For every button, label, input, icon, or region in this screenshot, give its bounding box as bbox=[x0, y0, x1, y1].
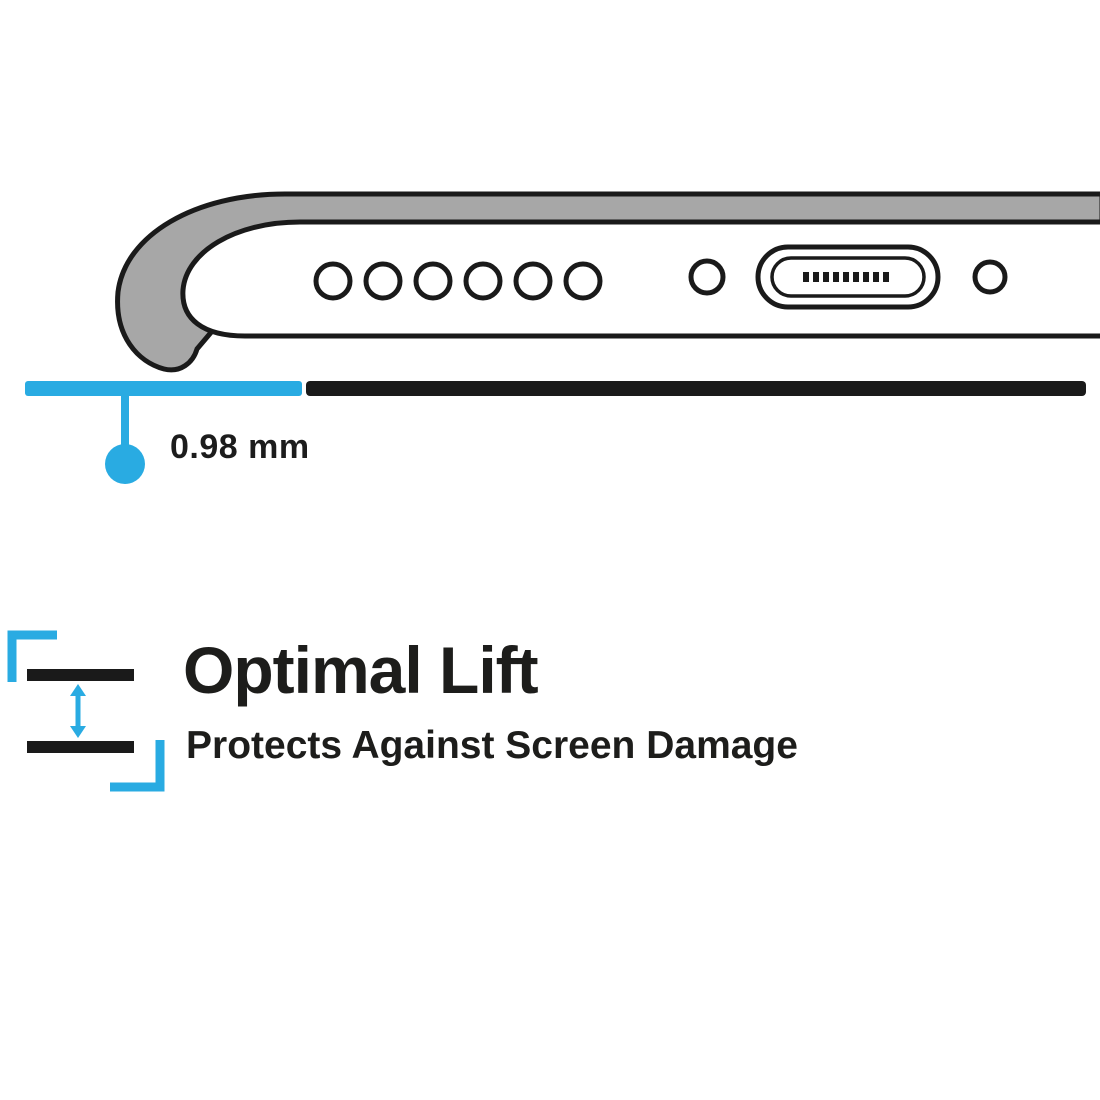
speaker-hole bbox=[413, 261, 453, 301]
speaker-hole bbox=[463, 261, 503, 301]
bracket-top-left bbox=[7, 630, 57, 682]
lift-gap-bar-cyan bbox=[25, 381, 302, 396]
lift-bar-bottom bbox=[27, 741, 134, 753]
feature-title: Optimal Lift bbox=[183, 633, 539, 707]
bracket-bottom-right bbox=[110, 740, 165, 792]
speaker-hole bbox=[563, 261, 603, 301]
speaker-hole bbox=[313, 261, 353, 301]
measurement-stem bbox=[121, 394, 129, 448]
measurement-dot bbox=[105, 444, 145, 484]
charging-port bbox=[755, 244, 941, 310]
lift-measurement-label: 0.98 mm bbox=[170, 428, 310, 466]
vertical-double-arrow-icon bbox=[70, 684, 86, 738]
mic-hole-right bbox=[972, 259, 1008, 295]
measurement-marker bbox=[105, 394, 145, 484]
phone-case-cross-section bbox=[115, 191, 1100, 373]
lift-bar-top bbox=[27, 669, 134, 681]
speaker-holes bbox=[313, 261, 603, 301]
lift-gap-icon bbox=[7, 630, 165, 792]
charging-port-pins bbox=[803, 272, 889, 282]
surface-bar-black bbox=[306, 381, 1086, 396]
surface-baseline bbox=[25, 381, 1086, 396]
speaker-hole bbox=[363, 261, 403, 301]
feature-subtitle: Protects Against Screen Damage bbox=[186, 724, 798, 767]
speaker-hole bbox=[513, 261, 553, 301]
mic-hole-left bbox=[688, 258, 726, 296]
